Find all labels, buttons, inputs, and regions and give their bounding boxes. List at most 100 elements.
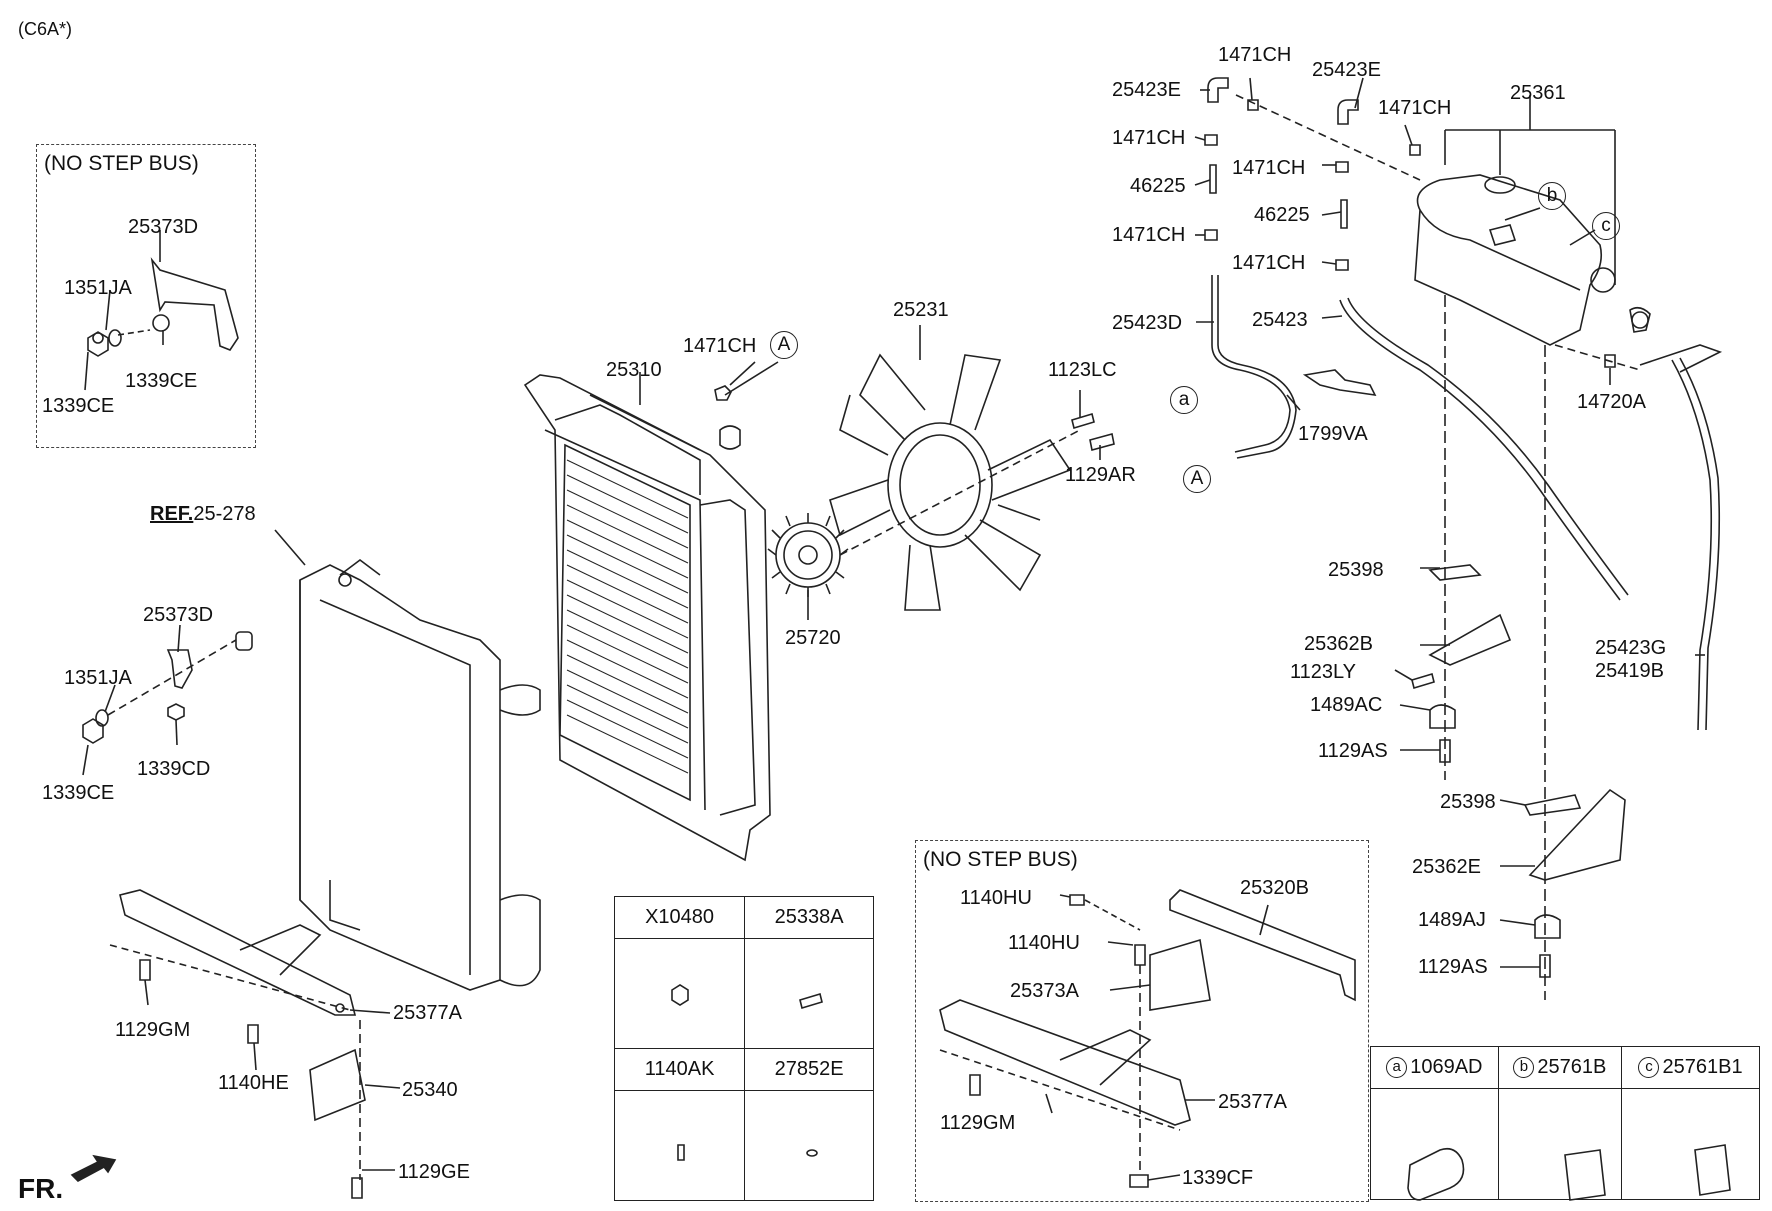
part-label-1339CE[interactable]: 1339CE xyxy=(42,782,115,804)
reference-number: 25-278 xyxy=(193,503,256,525)
part-label-1471CH[interactable]: 1471CH xyxy=(683,335,757,357)
hose-25423 xyxy=(1339,297,1629,601)
part-label-25373A[interactable]: 25373A xyxy=(1010,980,1079,1002)
part-label-1471CH[interactable]: 1471CH xyxy=(1232,157,1306,179)
part-label-1129AS[interactable]: 1129AS xyxy=(1318,740,1388,762)
part-label-1129GM[interactable]: 1129GM xyxy=(940,1112,1016,1134)
part-label-25423[interactable]: 25423 xyxy=(1252,309,1308,331)
part-label-25423E[interactable]: 25423E xyxy=(1312,59,1381,81)
part-label-1339CF[interactable]: 1339CF xyxy=(1182,1167,1254,1189)
no-step-bus-box-bottom xyxy=(915,840,1369,1202)
part-label-1129AR[interactable]: 1129AR xyxy=(1065,464,1136,486)
legend-part: 1069AD xyxy=(1410,1056,1483,1079)
part-label-1471CH[interactable]: 1471CH xyxy=(1378,97,1452,119)
part-label-1489AC[interactable]: 1489AC xyxy=(1310,694,1383,716)
part-label-25720[interactable]: 25720 xyxy=(785,627,841,649)
legend-marker: c xyxy=(1638,1057,1660,1079)
bracket-25373D-upper xyxy=(87,257,239,357)
part-label-1123LC[interactable]: 1123LC xyxy=(1048,359,1117,381)
part-label-25377A[interactable]: 25377A xyxy=(393,1002,462,1024)
reservoir-tank-25361 xyxy=(1414,174,1651,346)
part-label-25377A[interactable]: 25377A xyxy=(1218,1091,1287,1113)
part-label-25362E[interactable]: 25362E xyxy=(1412,856,1481,878)
parts-table: X10480 25338A 1140AK 27852E xyxy=(613,896,874,1201)
parts-table-image-cell xyxy=(744,1090,874,1201)
part-label-25423D[interactable]: 25423D xyxy=(1112,312,1183,334)
radiator-25310 xyxy=(523,374,771,862)
marker-a[interactable]: a xyxy=(1170,386,1198,414)
part-label-1489AJ[interactable]: 1489AJ xyxy=(1418,909,1486,931)
parts-table-image-cell xyxy=(613,938,746,1049)
part-label-25423E[interactable]: 25423E xyxy=(1112,79,1181,101)
part-label-25373D[interactable]: 25373D xyxy=(128,216,199,238)
part-label-1471CH[interactable]: 1471CH xyxy=(1232,252,1306,274)
legend-marker: a xyxy=(1386,1057,1408,1079)
reference-prefix: REF. xyxy=(150,503,194,525)
part-label-1129GE[interactable]: 1129GE xyxy=(398,1161,470,1183)
part-label-25340[interactable]: 25340 xyxy=(402,1079,458,1101)
fan-25231 xyxy=(829,353,1072,611)
part-label-1471CH[interactable]: 1471CH xyxy=(1218,44,1292,66)
part-label-25361[interactable]: 25361 xyxy=(1510,82,1566,104)
part-label-1339CD[interactable]: 1339CD xyxy=(137,758,211,780)
part-label-1129GM[interactable]: 1129GM xyxy=(115,1019,191,1041)
part-label-25231[interactable]: 25231 xyxy=(893,299,949,321)
part-label-1351JA[interactable]: 1351JA xyxy=(64,667,132,689)
part-label-1339CE[interactable]: 1339CE xyxy=(42,395,115,417)
legend-marker: b xyxy=(1513,1057,1535,1079)
intercooler-25-278 xyxy=(299,559,541,991)
part-label-1471CH[interactable]: 1471CH xyxy=(1112,224,1186,246)
part-label-46225[interactable]: 46225 xyxy=(1254,204,1310,226)
part-label-1351JA[interactable]: 1351JA xyxy=(64,277,132,299)
part-label-1129AS[interactable]: 1129AS xyxy=(1418,956,1488,978)
part-label-46225[interactable]: 46225 xyxy=(1130,175,1186,197)
bracket-25373D-lower xyxy=(82,631,253,744)
part-label-1123LY[interactable]: 1123LY xyxy=(1290,661,1356,683)
part-label-1471CH[interactable]: 1471CH xyxy=(1112,127,1186,149)
parts-table-cell[interactable]: 25338A xyxy=(744,896,874,939)
part-label-25423G[interactable]: 25423G xyxy=(1595,637,1667,659)
hose-25423D xyxy=(1211,275,1297,459)
part-label-1799VA[interactable]: 1799VA xyxy=(1298,423,1368,445)
legend-part: 25761B1 xyxy=(1662,1056,1743,1079)
parts-table-cell[interactable]: 1140AK xyxy=(613,1048,746,1091)
part-label-1339CE[interactable]: 1339CE xyxy=(125,370,198,392)
part-label-25320B[interactable]: 25320B xyxy=(1240,877,1309,899)
legend-image-cell xyxy=(1370,1088,1499,1200)
marker-c[interactable]: c xyxy=(1592,212,1620,240)
marker-A[interactable]: A xyxy=(770,331,798,359)
part-label-25398[interactable]: 25398 xyxy=(1328,559,1384,581)
marker-A[interactable]: A xyxy=(1183,465,1211,493)
legend-image-cell xyxy=(1497,1088,1623,1200)
support-bar-25377A xyxy=(119,889,357,1016)
front-orientation-label: FR. xyxy=(18,1173,64,1204)
legend-part: 25761B xyxy=(1537,1056,1607,1079)
marker-b[interactable]: b xyxy=(1538,182,1566,210)
model-code: (C6A*) xyxy=(18,19,73,39)
fan-clutch-25720 xyxy=(767,513,849,597)
part-label-25310[interactable]: 25310 xyxy=(606,359,662,381)
no-step-bus-box-left xyxy=(36,144,256,448)
radiator-core-fins xyxy=(566,459,689,774)
part-label-1140HE[interactable]: 1140HE xyxy=(218,1072,289,1094)
parts-table-image-cell xyxy=(613,1090,746,1201)
no-step-bus-title-left: (NO STEP BUS) xyxy=(44,152,199,175)
part-label-25419B[interactable]: 25419B xyxy=(1595,660,1664,682)
part-label-25362B[interactable]: 25362B xyxy=(1304,633,1373,655)
part-label-1140HU[interactable]: 1140HU xyxy=(1008,932,1080,954)
reference-label[interactable]: REF.25-278 xyxy=(150,503,256,526)
hose-25423G xyxy=(1671,357,1721,731)
part-label-25398[interactable]: 25398 xyxy=(1440,791,1496,813)
part-label-14720A[interactable]: 14720A xyxy=(1577,391,1646,413)
part-label-1140HU[interactable]: 1140HU xyxy=(960,887,1032,909)
parts-table-image-cell xyxy=(744,938,874,1049)
legend-image-cell xyxy=(1621,1088,1760,1200)
parts-table-cell[interactable]: X10480 xyxy=(613,896,746,939)
parts-table-cell[interactable]: 27852E xyxy=(744,1048,874,1091)
part-label-25373D[interactable]: 25373D xyxy=(143,604,214,626)
